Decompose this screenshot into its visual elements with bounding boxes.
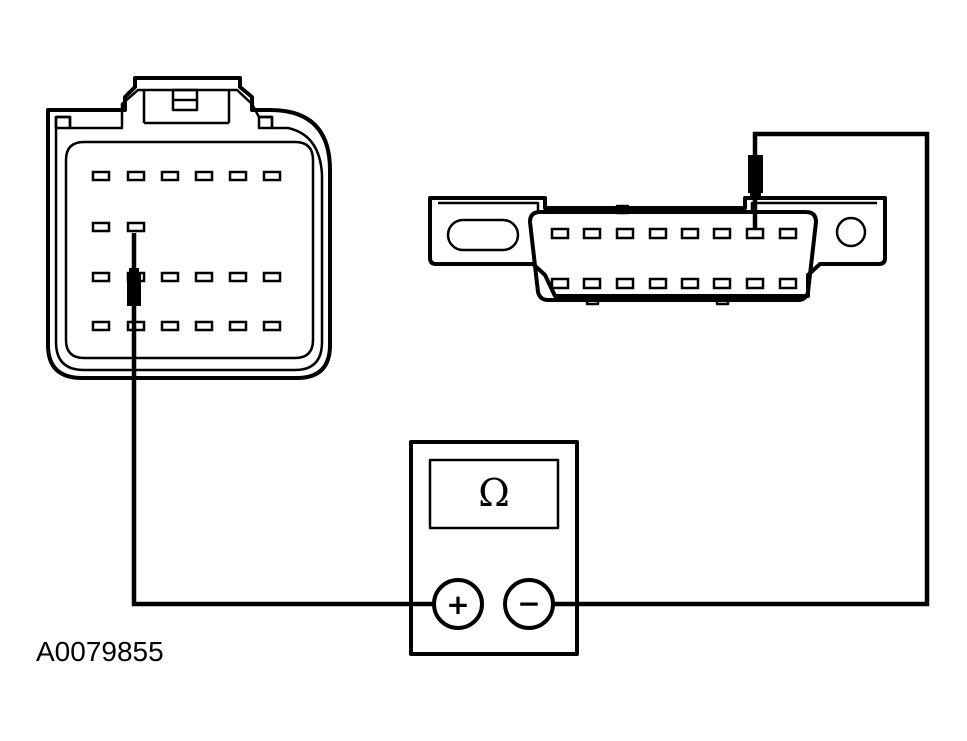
pin-cavity <box>615 277 635 290</box>
pin-cavity <box>160 320 180 332</box>
ohmmeter: Ω + − <box>409 440 579 656</box>
pin-cavity <box>745 277 765 290</box>
data-link-connector <box>428 196 887 306</box>
pin-cavity <box>228 320 248 332</box>
pin-cavity <box>615 227 635 240</box>
pin-cavity <box>262 320 282 332</box>
pin-cavity <box>262 271 282 283</box>
positive-terminal <box>432 578 484 630</box>
pin-cavity <box>228 271 248 283</box>
pin-cavity <box>712 227 732 240</box>
pin-cavity <box>262 170 282 182</box>
pin-cavity <box>126 221 146 233</box>
pin-cavity <box>91 320 111 332</box>
pin-cavity <box>91 221 111 233</box>
probe-dlc <box>748 155 763 230</box>
pin-cavity <box>550 277 570 290</box>
pin-cavity <box>126 170 146 182</box>
dlc-pin-grid <box>550 227 798 290</box>
pin-cavity <box>228 170 248 182</box>
negative-terminal <box>503 578 555 630</box>
pin-cavity <box>194 170 214 182</box>
ohmmeter-display <box>428 458 560 530</box>
pin-cavity <box>160 271 180 283</box>
pin-cavity <box>680 277 700 290</box>
ohm-symbol: Ω <box>478 471 510 515</box>
pin-cavity <box>194 271 214 283</box>
pin-cavity <box>160 170 180 182</box>
pin-cavity <box>648 277 668 290</box>
probe-module <box>127 233 141 306</box>
figure-reference-id: A0079855 <box>36 636 164 667</box>
module-pin-grid <box>91 170 282 332</box>
pin-cavity <box>582 227 602 240</box>
pin-cavity <box>778 277 798 290</box>
pin-cavity <box>91 170 111 182</box>
wire-negative-lead <box>551 131 930 607</box>
pin-cavity <box>778 227 798 240</box>
pin-cavity <box>194 320 214 332</box>
pin-cavity <box>745 227 765 240</box>
module-connector <box>46 76 332 380</box>
pin-cavity <box>582 277 602 290</box>
pin-cavity <box>550 227 570 240</box>
pin-cavity <box>91 271 111 283</box>
pin-cavity <box>712 277 732 290</box>
wire-positive-lead <box>131 306 436 607</box>
positive-terminal-label: + <box>446 588 469 621</box>
negative-terminal-label: − <box>517 587 540 620</box>
pin-cavity <box>680 227 700 240</box>
pin-cavity <box>648 227 668 240</box>
